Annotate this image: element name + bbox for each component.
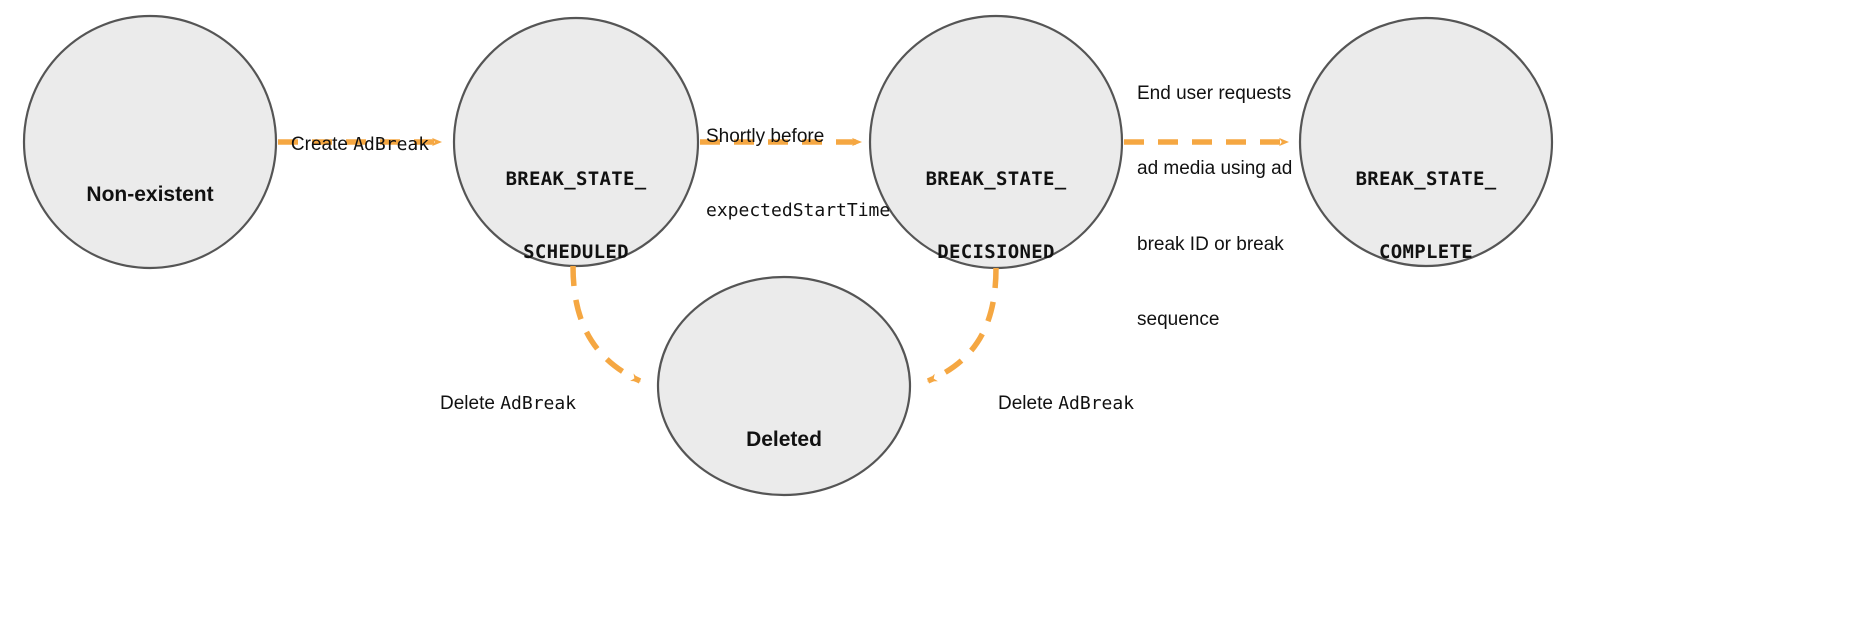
- node-circle-break-state-decisioned[interactable]: [868, 14, 1124, 270]
- node-circle-break-state-scheduled[interactable]: [452, 16, 700, 268]
- node-circle-deleted[interactable]: [656, 275, 912, 497]
- edge-delete-adbreak-from-scheduled: [570, 265, 642, 384]
- node-circle-non-existent[interactable]: [22, 14, 278, 270]
- edge-delete-adbreak-from-decisioned: [926, 267, 999, 384]
- node-circle-break-state-complete[interactable]: [1298, 16, 1554, 268]
